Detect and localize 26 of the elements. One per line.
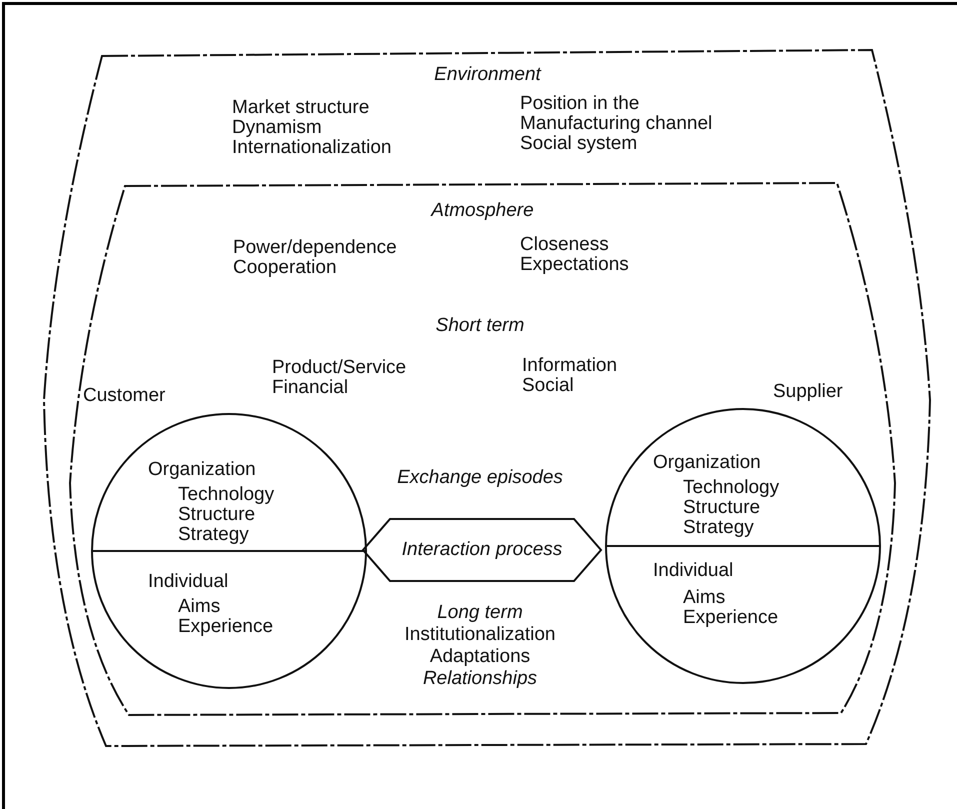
section-heading: Organization — [148, 460, 257, 480]
factor-list: Power/dependence Cooperation — [233, 238, 423, 278]
exchange-list: Information Social — [522, 356, 652, 396]
factor-list: Aims Experience — [683, 588, 798, 628]
party-name: Customer — [83, 386, 166, 406]
party-name: Supplier — [773, 382, 844, 402]
section-heading: Individual — [653, 561, 734, 581]
factor-list: Technology Structure Strategy — [683, 478, 798, 538]
outcome-text: Adaptations — [428, 647, 532, 667]
section-heading: Environment — [433, 65, 542, 85]
phase-heading: Exchange episodes — [396, 468, 564, 488]
factor-list: Market structure Dynamism Internationalization — [232, 98, 432, 158]
section-heading: Atmosphere — [430, 201, 535, 221]
interaction-hexagon — [362, 518, 602, 582]
factor-list: Closeness Expectations — [520, 235, 670, 275]
process-label: Interaction process — [400, 540, 564, 560]
outcome-text: Institutionalization — [403, 625, 557, 645]
exchange-list: Product/Service Financial — [272, 358, 442, 398]
factor-list: Position in the Manufacturing channel Social system — [520, 94, 760, 154]
phase-heading: Short term — [434, 316, 526, 336]
outcome-text: Relationships — [422, 669, 538, 689]
phase-heading: Long term — [436, 603, 524, 623]
factor-list: Technology Structure Strategy — [178, 485, 293, 545]
factor-list: Aims Experience — [178, 597, 293, 637]
section-heading: Individual — [148, 572, 230, 592]
section-heading: Organization — [653, 453, 762, 473]
